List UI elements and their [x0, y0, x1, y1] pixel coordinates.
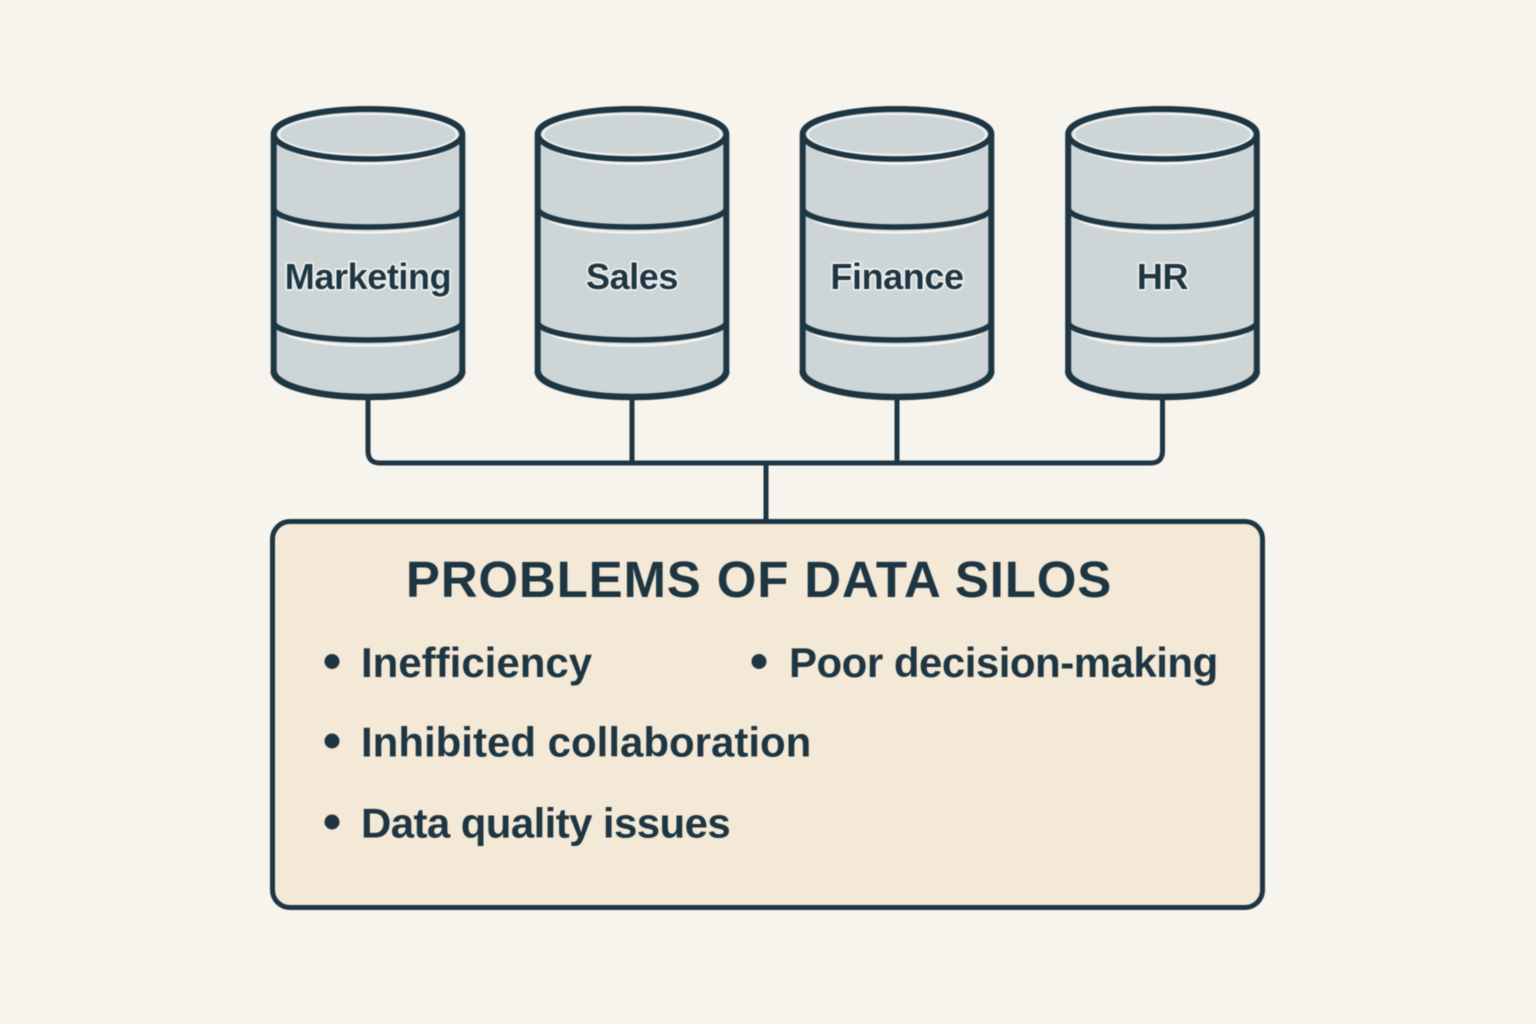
svg-text:HR: HR: [1137, 256, 1189, 297]
svg-text:Poor decision-making: Poor decision-making: [789, 639, 1218, 686]
svg-text:Data quality issues: Data quality issues: [361, 800, 730, 847]
svg-text:Marketing: Marketing: [285, 256, 451, 297]
svg-text:Inefficiency: Inefficiency: [361, 639, 593, 686]
svg-text:Inhibited collaboration: Inhibited collaboration: [361, 719, 811, 766]
svg-text:Finance: Finance: [830, 256, 963, 297]
svg-text:Sales: Sales: [586, 256, 678, 297]
svg-text:PROBLEMS OF DATA SILOS: PROBLEMS OF DATA SILOS: [406, 551, 1112, 608]
